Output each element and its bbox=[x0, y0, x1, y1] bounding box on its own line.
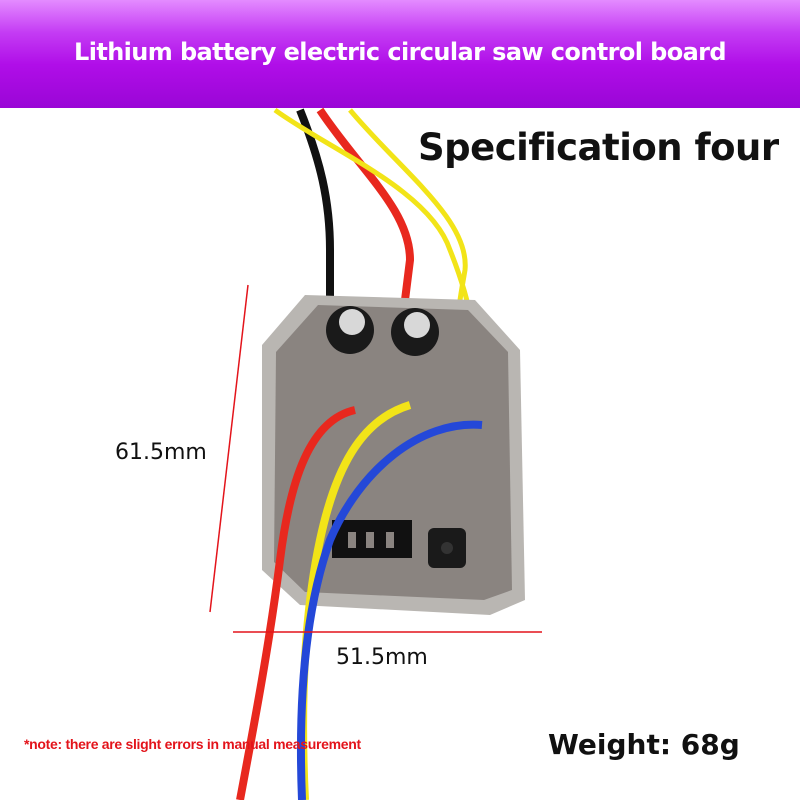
title-banner: Lithium battery electric circular saw co… bbox=[0, 0, 800, 108]
wire-blue-front bbox=[296, 420, 483, 800]
banner-title: Lithium battery electric circular saw co… bbox=[74, 38, 727, 66]
weight-label: Weight: 68g bbox=[548, 728, 740, 761]
variant-label: Specification four bbox=[418, 126, 779, 169]
height-measure-line bbox=[209, 284, 249, 613]
width-dimension-label: 51.5mm bbox=[336, 645, 428, 670]
height-dimension-label: 61.5mm bbox=[115, 440, 207, 465]
wire-red-front bbox=[236, 406, 357, 800]
measurement-note: *note: there are slight errors in manual… bbox=[24, 736, 361, 752]
